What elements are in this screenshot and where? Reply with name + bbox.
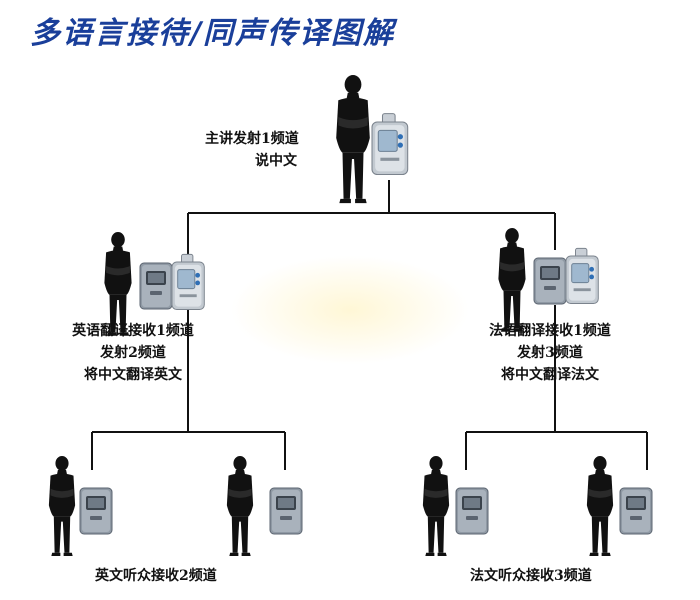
interpreter-en-transmitter-device	[171, 253, 205, 310]
listener-en-1-figure	[48, 456, 76, 557]
listener-en-1-receiver-device	[79, 487, 113, 535]
interpreter-fr-label: 法语翻译接收1频道 发射3频道 将中文翻译法文	[445, 320, 655, 386]
speaker-label-line2: 说中文	[255, 153, 297, 169]
speaker-label-line1: 主讲发射1频道	[205, 131, 299, 147]
interpreter-fr-transmitter-device	[565, 247, 599, 304]
interpreter-en-receiver-device	[139, 262, 173, 310]
listener-fr-1-receiver-device	[455, 487, 489, 535]
interpreter-fr-label-line1: 法语翻译接收1频道	[489, 323, 611, 339]
interpreter-en-label-line1: 英语翻译接收1频道	[72, 323, 194, 339]
interpreter-fr-label-line3: 将中文翻译法文	[501, 367, 599, 383]
speaker-figure	[336, 75, 370, 204]
listener-fr-2-figure	[586, 456, 614, 557]
listener-en-2-figure	[226, 456, 254, 557]
listener-fr-2-receiver-device	[619, 487, 653, 535]
interpreter-en-label: 英语翻译接收1频道 发射2频道 将中文翻译英文	[28, 320, 238, 386]
page-title: 多语言接待/同声传译图解	[30, 16, 395, 51]
interpreter-en-label-line2: 发射2频道	[100, 345, 166, 361]
interpreter-fr-label-line2: 发射3频道	[517, 345, 583, 361]
interpreter-en-label-line3: 将中文翻译英文	[84, 367, 182, 383]
interpreter-fr-receiver-device	[533, 257, 567, 305]
interpreter-fr-figure	[498, 228, 526, 332]
speaker-label: 主讲发射1频道 说中文	[205, 128, 299, 172]
listener-fr-1-figure	[422, 456, 450, 557]
connection-lines	[91, 180, 648, 470]
listeners-en-label: 英文听众接收2频道	[95, 568, 217, 584]
background-glow	[230, 255, 470, 365]
listeners-fr-label: 法文听众接收3频道	[470, 568, 592, 584]
speaker-transmitter-device	[371, 113, 409, 176]
listener-en-2-receiver-device	[269, 487, 303, 535]
